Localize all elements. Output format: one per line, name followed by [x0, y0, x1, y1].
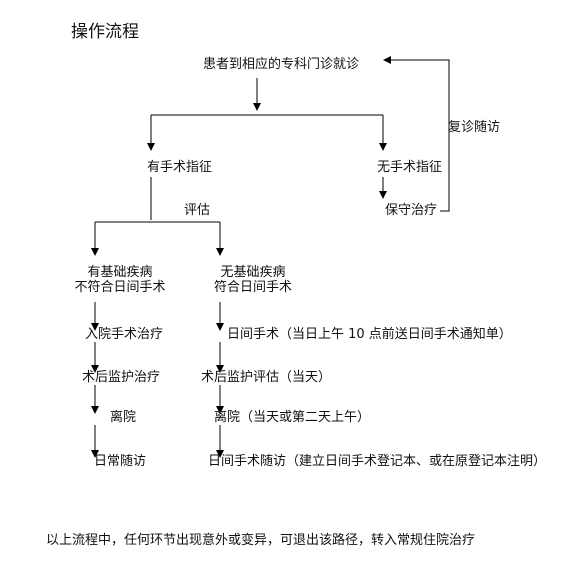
left-step-admission: 入院手术治疗 [85, 327, 164, 342]
no-disease-line2: 符合日间手术 [213, 280, 292, 295]
left-step-routine-followup: 日常随访 [94, 454, 147, 469]
right-step-discharge: 离院（当天或第二天上午） [214, 410, 371, 425]
node-no-surgery-indicated: 无手术指征 [377, 160, 443, 175]
node-conservative: 保守治疗 [385, 203, 438, 218]
left-step-postop-care: 术后监护治疗 [82, 370, 161, 385]
has-disease-line1: 有基础疾病 [87, 265, 153, 280]
footnote: 以上流程中，任何环节出现意外或变异，可退出该路径，转入常规住院治疗 [46, 533, 476, 548]
label-follow-up: 复诊随访 [448, 120, 501, 135]
node-visit: 患者到相应的专科门诊就诊 [203, 57, 360, 72]
right-step-postop-assessment: 术后监护评估（当天） [201, 370, 332, 385]
has-disease-line2: 不符合日间手术 [74, 280, 166, 295]
node-no-disease: 无基础疾病 符合日间手术 [193, 265, 313, 295]
no-disease-line1: 无基础疾病 [220, 265, 286, 280]
left-step-discharge: 离院 [110, 410, 137, 425]
follow-up-loop [383, 56, 450, 212]
node-has-disease: 有基础疾病 不符合日间手术 [60, 265, 180, 295]
right-step-day-surgery: 日间手术（当日上午 10 点前送日间手术通知单） [227, 327, 512, 342]
node-surgery-indicated: 有手术指征 [147, 160, 213, 175]
label-assess: 评估 [184, 203, 211, 218]
right-step-day-surgery-followup: 日间手术随访（建立日间手术登记本、或在原登记本注明） [208, 454, 547, 469]
page-title: 操作流程 [71, 22, 139, 42]
